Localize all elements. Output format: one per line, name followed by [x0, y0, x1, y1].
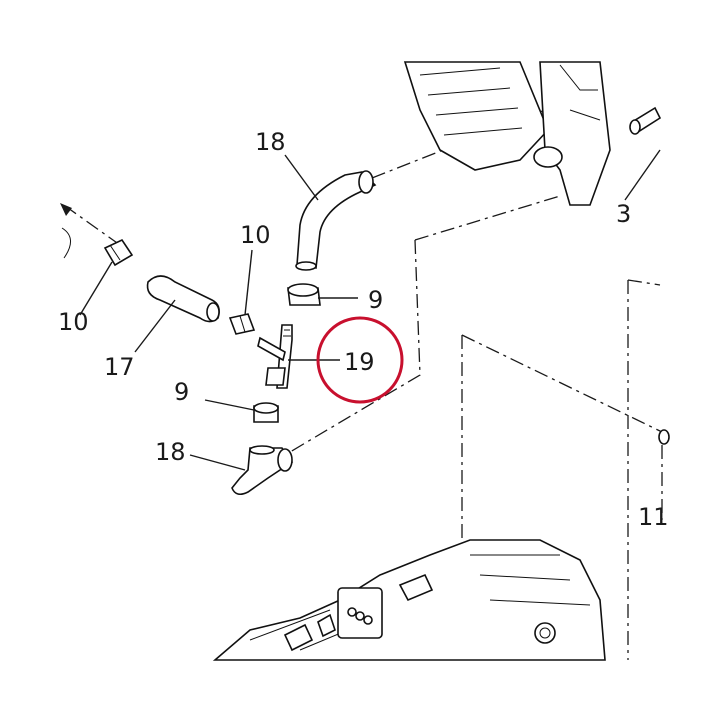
label-17: 17 [104, 353, 135, 381]
hose-18-bottom [231, 445, 294, 496]
clamp-10-left [103, 238, 134, 267]
leader-18-top [284, 154, 319, 201]
highlight-circle-19 [316, 316, 404, 404]
label-9-top: 9 [368, 286, 383, 314]
throttle-body-assembly [212, 539, 606, 661]
arrow-head [60, 203, 72, 216]
label-9-bottom: 9 [174, 378, 189, 406]
hose-18-top [295, 170, 377, 271]
hose-17 [146, 275, 220, 323]
leader-10-mid [244, 249, 253, 316]
clamp-10-mid [228, 313, 256, 335]
label-18-bottom: 18 [155, 438, 186, 466]
intake-housing-top-right [403, 61, 662, 206]
label-10-mid: 10 [240, 221, 271, 249]
leader-3 [624, 149, 661, 201]
t-fitting-19 [257, 324, 293, 389]
leader-10-left [79, 261, 113, 316]
leader-9-bottom [204, 399, 255, 411]
label-18-top: 18 [255, 128, 286, 156]
partial-ring [61, 227, 71, 259]
label-3: 3 [616, 200, 631, 228]
label-19: 19 [344, 348, 375, 376]
clamp-9-top [287, 283, 321, 306]
leader-17 [134, 299, 176, 353]
label-10-left: 10 [58, 308, 89, 336]
bracket-11 [658, 429, 670, 445]
label-11: 11 [638, 503, 669, 531]
leader-18-bottom [189, 454, 246, 471]
clamp-9-bottom [253, 402, 279, 423]
